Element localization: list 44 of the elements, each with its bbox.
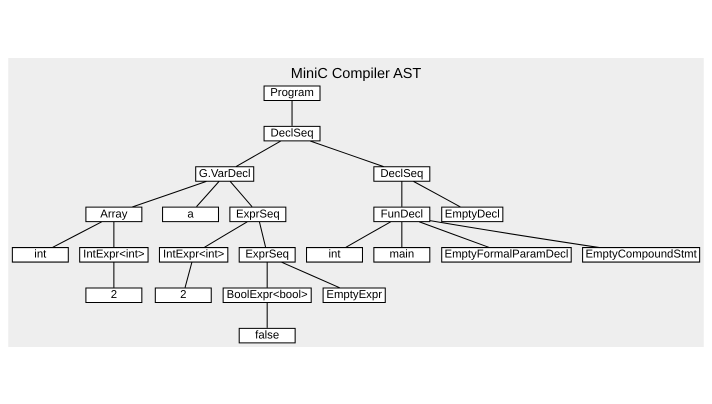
diagram-title: MiniC Compiler AST xyxy=(290,65,422,82)
connector xyxy=(418,220,490,248)
node-box: false xyxy=(238,327,296,343)
connector xyxy=(204,220,248,248)
connector xyxy=(430,220,600,248)
node-box: 2 xyxy=(85,286,142,302)
node-box: 2 xyxy=(154,286,212,302)
node-box: EmptyFormalParamDecl xyxy=(441,246,572,262)
connector xyxy=(401,221,402,247)
node-box: IntExpr<int> xyxy=(158,246,228,262)
node-box: BoolExpr<bool> xyxy=(222,286,312,302)
connector xyxy=(266,262,268,287)
node-box: main xyxy=(373,246,430,262)
node-box: Program xyxy=(264,84,321,100)
node-box: int xyxy=(12,246,69,262)
connector xyxy=(401,180,402,206)
connector xyxy=(413,180,461,207)
node-box: Array xyxy=(85,206,142,222)
connector xyxy=(266,302,268,328)
node-box: FunDecl xyxy=(373,206,430,222)
connector xyxy=(113,221,114,247)
connector xyxy=(184,262,192,288)
connector xyxy=(310,140,384,167)
connector xyxy=(52,220,102,248)
connector xyxy=(258,221,266,247)
connector xyxy=(196,180,220,206)
connector xyxy=(113,262,114,287)
node-box: a xyxy=(162,206,219,222)
node-box: ExprSeq xyxy=(229,206,286,222)
connector xyxy=(236,140,282,166)
connector xyxy=(346,220,391,248)
connector xyxy=(230,180,252,206)
node-box: ExprSeq xyxy=(238,246,296,262)
node-box: EmptyDecl xyxy=(441,206,504,222)
node-box: IntExpr<int> xyxy=(79,246,149,262)
node-box: int xyxy=(306,246,363,262)
connector xyxy=(281,261,340,288)
connector xyxy=(132,180,207,208)
node-box: G.VarDecl xyxy=(195,166,254,182)
node-box: DeclSeq xyxy=(373,166,430,182)
node-box: EmptyCompoundStmt xyxy=(582,246,700,262)
connector xyxy=(292,100,293,126)
node-box: DeclSeq xyxy=(264,125,321,141)
node-box: EmptyExpr xyxy=(322,286,386,302)
